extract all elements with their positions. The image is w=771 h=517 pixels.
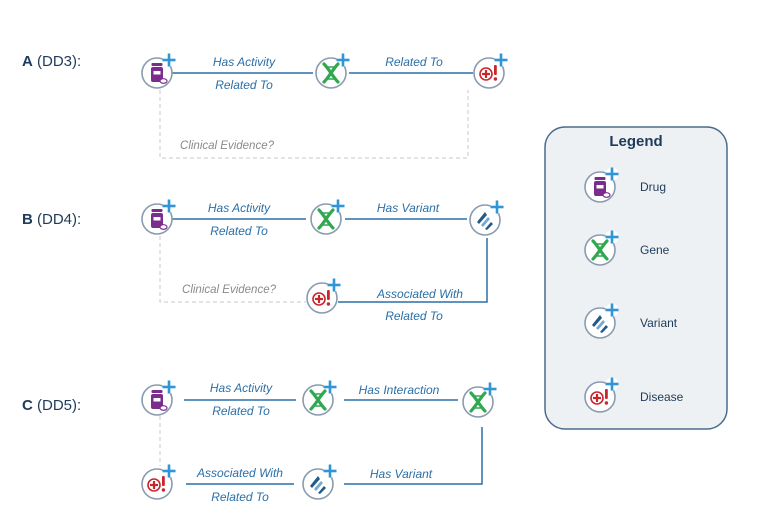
- edge-label-a-gene-disease: Related To: [385, 55, 443, 69]
- legend-box: [544, 126, 728, 430]
- legend: Legend Drug Gene Variant Disease: [544, 126, 728, 430]
- disease-icon: [142, 465, 176, 500]
- edge-label-c-has-interaction: Has Interaction: [359, 383, 440, 397]
- edge-a-clinical-dashed: [159, 90, 469, 159]
- edge-b-clinical-dashed: [159, 236, 306, 303]
- row-label-b: B (DD4):: [22, 211, 81, 228]
- row-letter-c: C: [22, 397, 33, 414]
- row-letter-b: B: [22, 211, 33, 228]
- edge-c-variant-gene: [344, 427, 483, 485]
- row-label-c: C (DD5):: [22, 397, 81, 414]
- row-label-a: A (DD3):: [22, 53, 81, 70]
- legend-item-disease: Disease: [640, 390, 684, 404]
- disease-icon: [307, 279, 341, 314]
- edge-label-c-has-variant: Has Variant: [370, 467, 433, 481]
- edge-label-b-has-activity: Has Activity: [208, 201, 271, 215]
- edge-label-a-related-to: Related To: [215, 78, 273, 92]
- edge-label-c-associated-with: Associated With: [196, 466, 283, 480]
- edge-label-c-related-to: Related To: [212, 404, 270, 418]
- variant-icon: [303, 465, 337, 500]
- edge-label-b-related-to: Related To: [210, 224, 268, 238]
- row-letter-a: A: [22, 53, 33, 70]
- legend-item-gene: Gene: [640, 243, 670, 257]
- edge-label-b-disease-related-to: Related To: [385, 309, 443, 323]
- edge-label-a-has-activity: Has Activity: [213, 55, 276, 69]
- drug-icon: [142, 54, 176, 89]
- disease-icon: [474, 54, 508, 89]
- legend-item-variant: Variant: [640, 316, 678, 330]
- variant-icon: [470, 201, 504, 236]
- edge-label-c-has-activity: Has Activity: [210, 381, 273, 395]
- legend-item-drug: Drug: [640, 180, 666, 194]
- edge-label-b-associated-with: Associated With: [376, 287, 463, 301]
- edge-label-b-clinical-evidence: Clinical Evidence?: [182, 284, 277, 296]
- legend-title: Legend: [609, 133, 662, 150]
- row-b-edges: [159, 218, 488, 303]
- edge-b-disease-variant: [338, 238, 488, 303]
- row-c-edges: [159, 399, 483, 485]
- row-code-c: (DD5):: [33, 397, 81, 414]
- drug-icon: [142, 381, 176, 416]
- row-a-edges: [159, 72, 473, 159]
- gene-icon: [311, 200, 345, 235]
- gene-icon: [316, 54, 350, 89]
- gene-icon: [463, 383, 497, 418]
- row-code-a: (DD3):: [33, 53, 81, 70]
- edge-label-c-disease-related-to: Related To: [211, 490, 269, 504]
- edge-label-a-clinical-evidence: Clinical Evidence?: [180, 140, 275, 152]
- gene-icon: [303, 381, 337, 416]
- drug-icon: [142, 200, 176, 235]
- edge-label-b-has-variant: Has Variant: [377, 201, 440, 215]
- row-code-b: (DD4):: [33, 211, 81, 228]
